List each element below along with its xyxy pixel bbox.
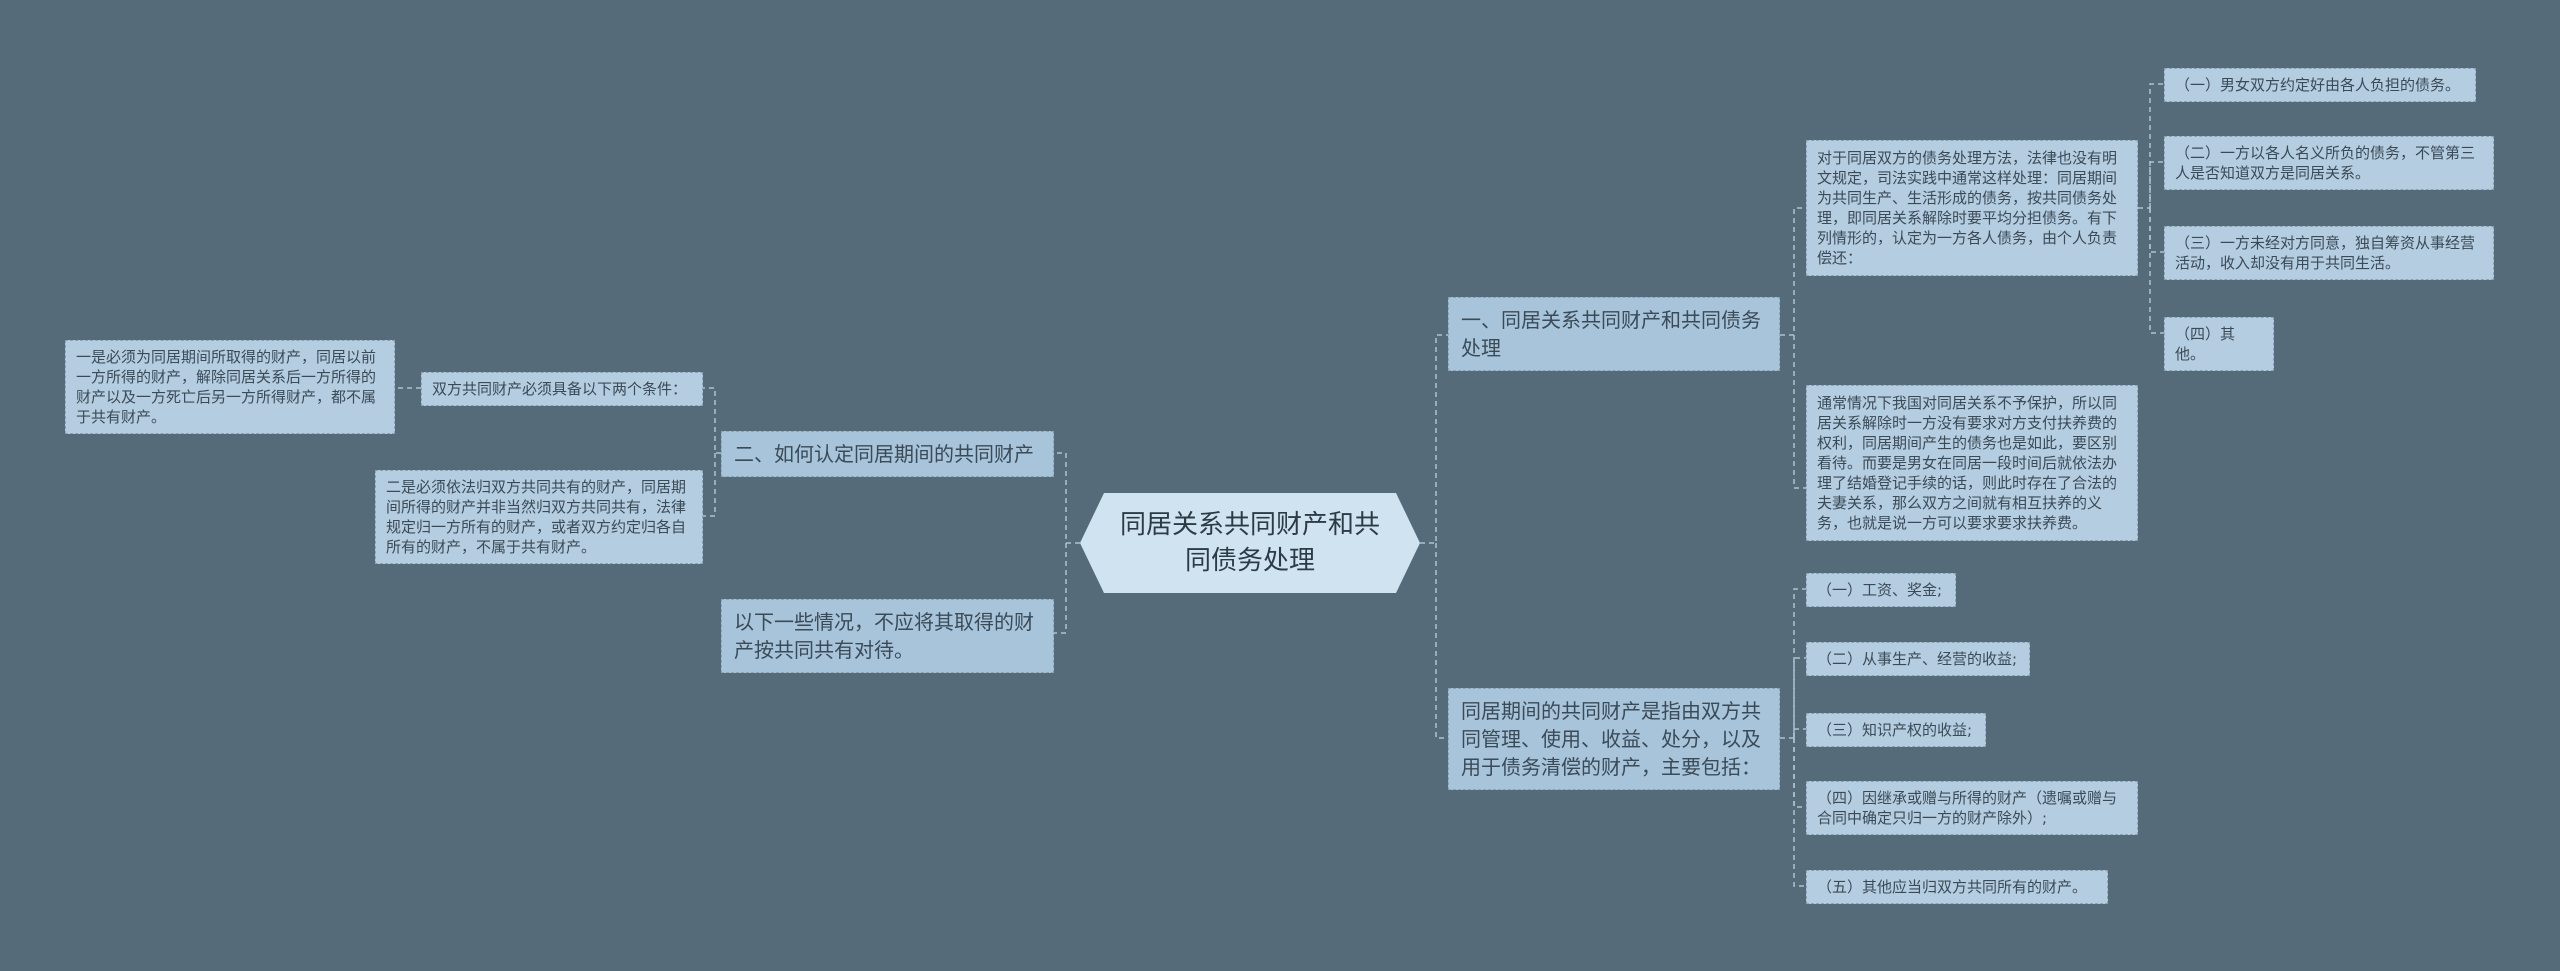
debt-item-4: （四）其他。 bbox=[2164, 317, 2274, 371]
branch-identify-property-label: 二、如何认定同居期间的共同财产 bbox=[734, 442, 1034, 466]
debt-item-3-text: （三）一方未经对方同意，独自筹资从事经营活动，收入却没有用于共同生活。 bbox=[2175, 234, 2476, 272]
debt-intro-text: 对于同居双方的债务处理方法，法律也没有明文规定，司法实践中通常这样处理：同居期间… bbox=[1817, 149, 2118, 267]
property-item-4: （四）因继承或赠与所得的财产（遗嘱或赠与合同中确定只归一方的财产除外）; bbox=[1806, 781, 2138, 835]
debt-item-1: （一）男女双方约定好由各人负担的债务。 bbox=[2164, 68, 2476, 102]
property-item-5: （五）其他应当归双方共同所有的财产。 bbox=[1806, 870, 2108, 904]
condition-heading: 双方共同财产必须具备以下两个条件： bbox=[421, 372, 703, 406]
condition-2-note: 二是必须依法归双方共同共有的财产，同居期间所得的财产并非当然归双方共同共有，法律… bbox=[375, 470, 703, 564]
debt-intro-note: 对于同居双方的债务处理方法，法律也没有明文规定，司法实践中通常这样处理：同居期间… bbox=[1806, 140, 2138, 276]
debt-item-4-text: （四）其他。 bbox=[2175, 325, 2236, 363]
branch-common-property: 同居期间的共同财产是指由双方共同管理、使用、收益、处分，以及用于债务清偿的财产，… bbox=[1448, 688, 1780, 790]
condition-1-text: 一是必须为同居期间所取得的财产，同居以前一方所得的财产，解除同居关系后一方所得的… bbox=[76, 348, 377, 426]
branch-exclusion: 以下一些情况，不应将其取得的财产按共同共有对待。 bbox=[721, 599, 1054, 673]
property-item-1-text: （一）工资、奖金; bbox=[1817, 581, 1943, 599]
debt-item-1-text: （一）男女双方约定好由各人负担的债务。 bbox=[2175, 76, 2461, 94]
branch-common-property-label: 同居期间的共同财产是指由双方共同管理、使用、收益、处分，以及用于债务清偿的财产，… bbox=[1461, 699, 1761, 779]
property-item-2: （二）从事生产、经营的收益; bbox=[1806, 642, 2030, 676]
property-item-5-text: （五）其他应当归双方共同所有的财产。 bbox=[1817, 878, 2088, 896]
property-item-1: （一）工资、奖金; bbox=[1806, 573, 1956, 607]
condition-2-text: 二是必须依法归双方共同共有的财产，同居期间所得的财产并非当然归双方共同共有，法律… bbox=[386, 478, 687, 556]
condition-1-note: 一是必须为同居期间所取得的财产，同居以前一方所得的财产，解除同居关系后一方所得的… bbox=[65, 340, 395, 434]
property-item-4-text: （四）因继承或赠与所得的财产（遗嘱或赠与合同中确定只归一方的财产除外）; bbox=[1817, 789, 2118, 827]
branch-identify-property: 二、如何认定同居期间的共同财产 bbox=[721, 431, 1054, 477]
branch-exclusion-label: 以下一些情况，不应将其取得的财产按共同共有对待。 bbox=[734, 610, 1034, 662]
support-note: 通常情况下我国对同居关系不予保护，所以同居关系解除时一方没有要求对方支付扶养费的… bbox=[1806, 385, 2138, 541]
property-item-3-text: （三）知识产权的收益; bbox=[1817, 721, 1973, 739]
debt-item-2-text: （二）一方以各人名义所负的债务，不管第三人是否知道双方是同居关系。 bbox=[2175, 144, 2476, 182]
branch-debt-handling-label: 一、同居关系共同财产和共同债务处理 bbox=[1461, 308, 1761, 360]
support-note-text: 通常情况下我国对同居关系不予保护，所以同居关系解除时一方没有要求对方支付扶养费的… bbox=[1817, 394, 2118, 532]
debt-item-3: （三）一方未经对方同意，独自筹资从事经营活动，收入却没有用于共同生活。 bbox=[2164, 226, 2494, 280]
debt-item-2: （二）一方以各人名义所负的债务，不管第三人是否知道双方是同居关系。 bbox=[2164, 136, 2494, 190]
branch-debt-handling: 一、同居关系共同财产和共同债务处理 bbox=[1448, 297, 1780, 371]
root-topic-label: 同居关系共同财产和共同债务处理 bbox=[1119, 510, 1380, 576]
property-item-2-text: （二）从事生产、经营的收益; bbox=[1817, 650, 2018, 668]
root-topic: 同居关系共同财产和共同债务处理 bbox=[1080, 493, 1420, 593]
condition-heading-text: 双方共同财产必须具备以下两个条件： bbox=[432, 380, 688, 398]
property-item-3: （三）知识产权的收益; bbox=[1806, 713, 1986, 747]
